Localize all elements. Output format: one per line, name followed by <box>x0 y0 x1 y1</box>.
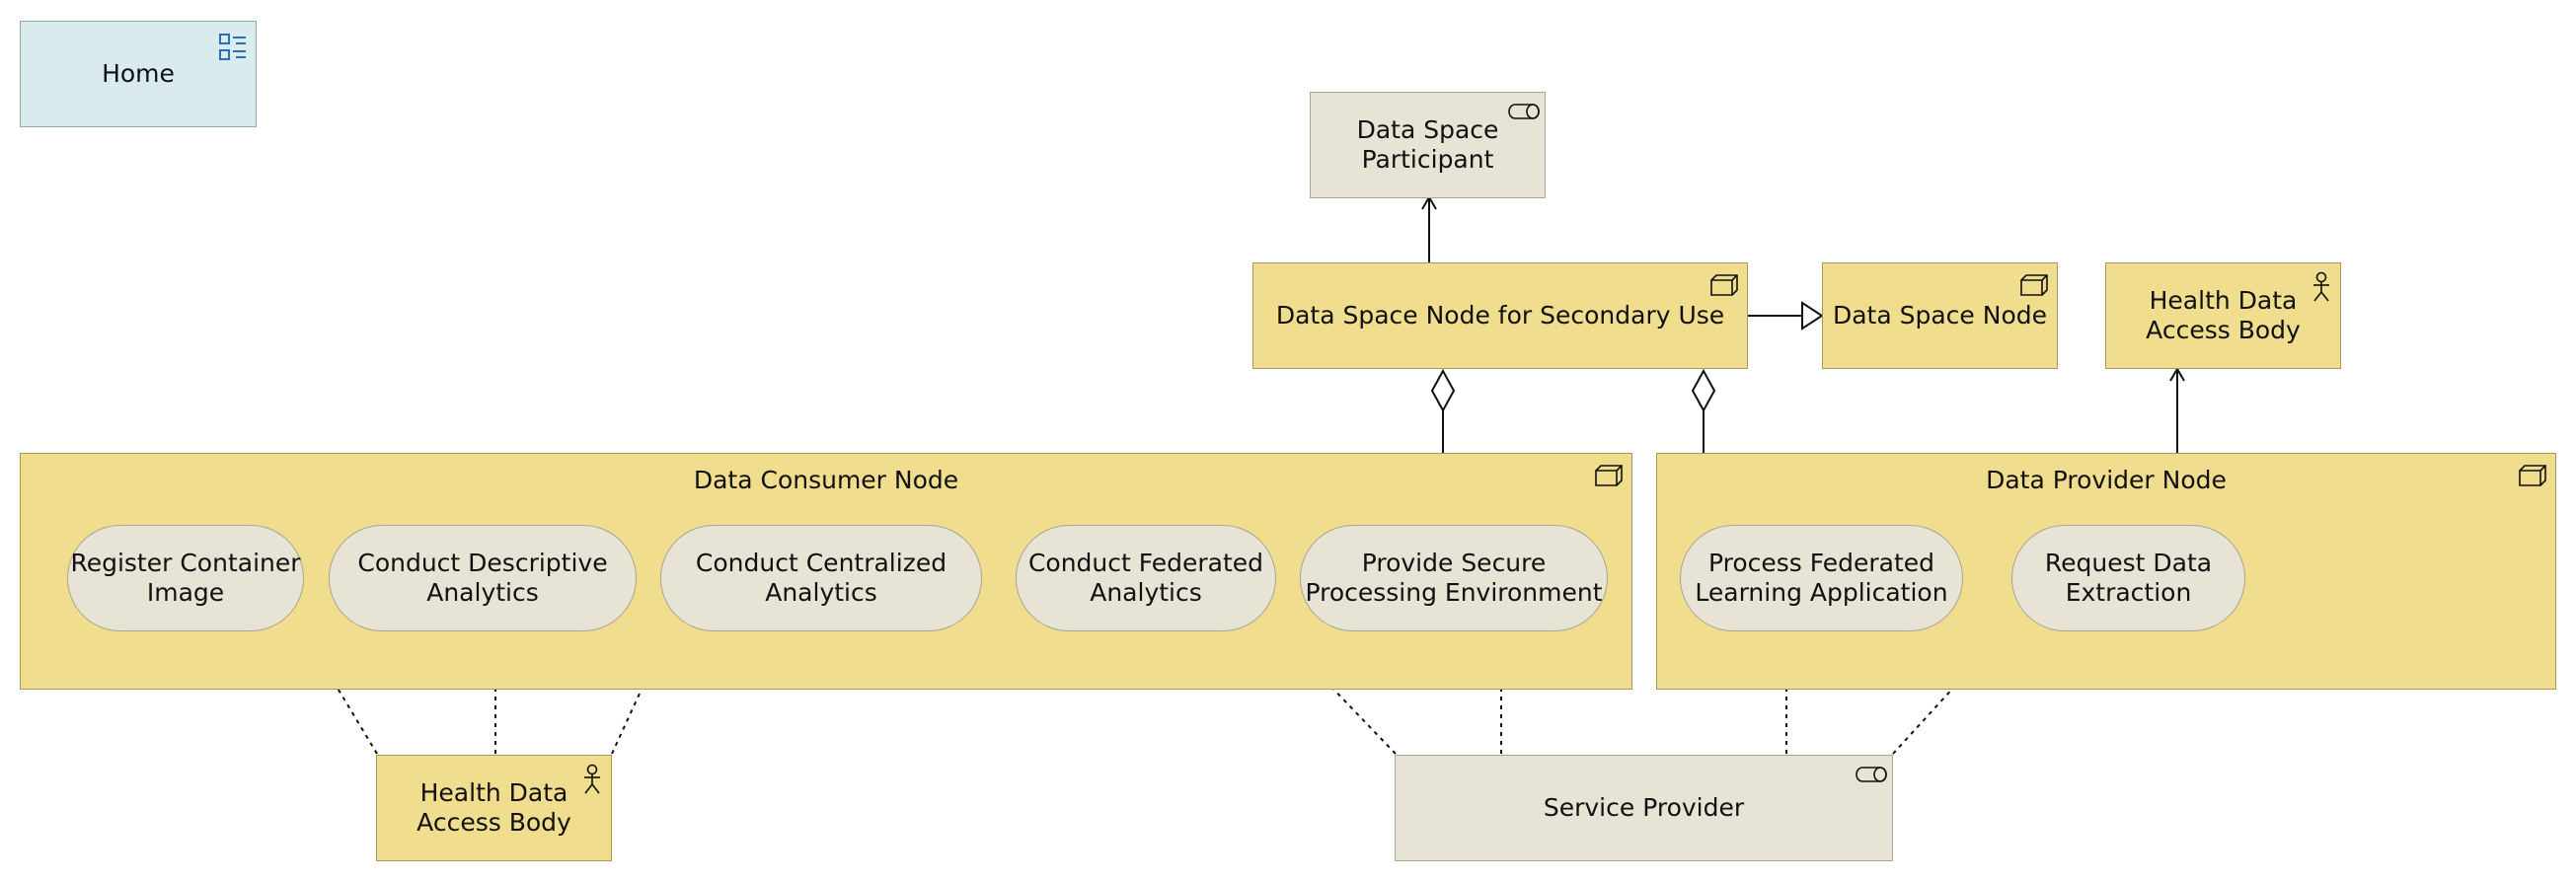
data-consumer-node-label: Data Consumer Node <box>693 466 959 494</box>
business-role-icon <box>1856 767 1887 782</box>
service-label: Provide Secure Processing Environment <box>1305 549 1603 607</box>
service-conduct-federated-analytics[interactable]: Conduct Federated Analytics <box>1016 525 1276 631</box>
actor-icon <box>584 764 600 794</box>
health-data-access-body-top-label: Health Data Access Body <box>2146 286 2301 344</box>
data-provider-node-label: Data Provider Node <box>1986 466 2227 494</box>
specialization-relation <box>1748 301 1824 331</box>
service-provider[interactable]: Service Provider <box>1395 755 1893 861</box>
service-label: Conduct Descriptive Analytics <box>357 549 608 607</box>
health-data-access-body-bottom[interactable]: Health Data Access Body <box>376 755 612 861</box>
service-label: Process Federated Learning Application <box>1695 549 1948 607</box>
service-label: Conduct Centralized Analytics <box>695 549 947 607</box>
service-provide-secure-processing-environment[interactable]: Provide Secure Processing Environment <box>1300 525 1608 631</box>
business-role-icon <box>1508 104 1540 119</box>
data-space-node-secondary-use-label: Data Space Node for Secondary Use <box>1275 301 1725 330</box>
home-label: Home <box>102 59 175 88</box>
service-request-data-extraction[interactable]: Request Data Extraction <box>2011 525 2245 631</box>
service-label: Conduct Federated Analytics <box>1027 549 1264 607</box>
service-provider-label: Service Provider <box>1543 793 1745 822</box>
service-conduct-centralized-analytics[interactable]: Conduct Centralized Analytics <box>660 525 982 631</box>
data-space-node-secondary-use[interactable]: Data Space Node for Secondary Use <box>1252 262 1748 369</box>
aggregation-relation-provider <box>1691 368 1716 453</box>
aggregation-relation-consumer <box>1430 368 1456 453</box>
data-space-participant[interactable]: Data Space Participant <box>1310 92 1546 198</box>
actor-icon <box>2313 271 2329 302</box>
service-label: Register Container Image <box>70 549 301 607</box>
data-space-node[interactable]: Data Space Node <box>1822 262 2058 369</box>
node-icon <box>2020 274 2048 296</box>
serving-relation-participant <box>1421 195 1437 262</box>
health-data-access-body-bottom-label: Health Data Access Body <box>417 778 571 837</box>
service-process-federated-learning-application[interactable]: Process Federated Learning Application <box>1680 525 1963 631</box>
node-icon <box>2519 465 2546 486</box>
service-conduct-descriptive-analytics[interactable]: Conduct Descriptive Analytics <box>329 525 637 631</box>
service-label: Request Data Extraction <box>2044 549 2213 607</box>
navigation-model-icon <box>219 34 246 60</box>
data-space-node-label: Data Space Node <box>1832 301 2048 330</box>
node-icon <box>1710 274 1738 296</box>
data-space-participant-label: Data Space Participant <box>1356 115 1499 174</box>
health-data-access-body-top[interactable]: Health Data Access Body <box>2105 262 2341 369</box>
home-button[interactable]: Home <box>20 21 257 127</box>
node-icon <box>1595 465 1623 486</box>
service-register-container-image[interactable]: Register Container Image <box>67 525 304 631</box>
